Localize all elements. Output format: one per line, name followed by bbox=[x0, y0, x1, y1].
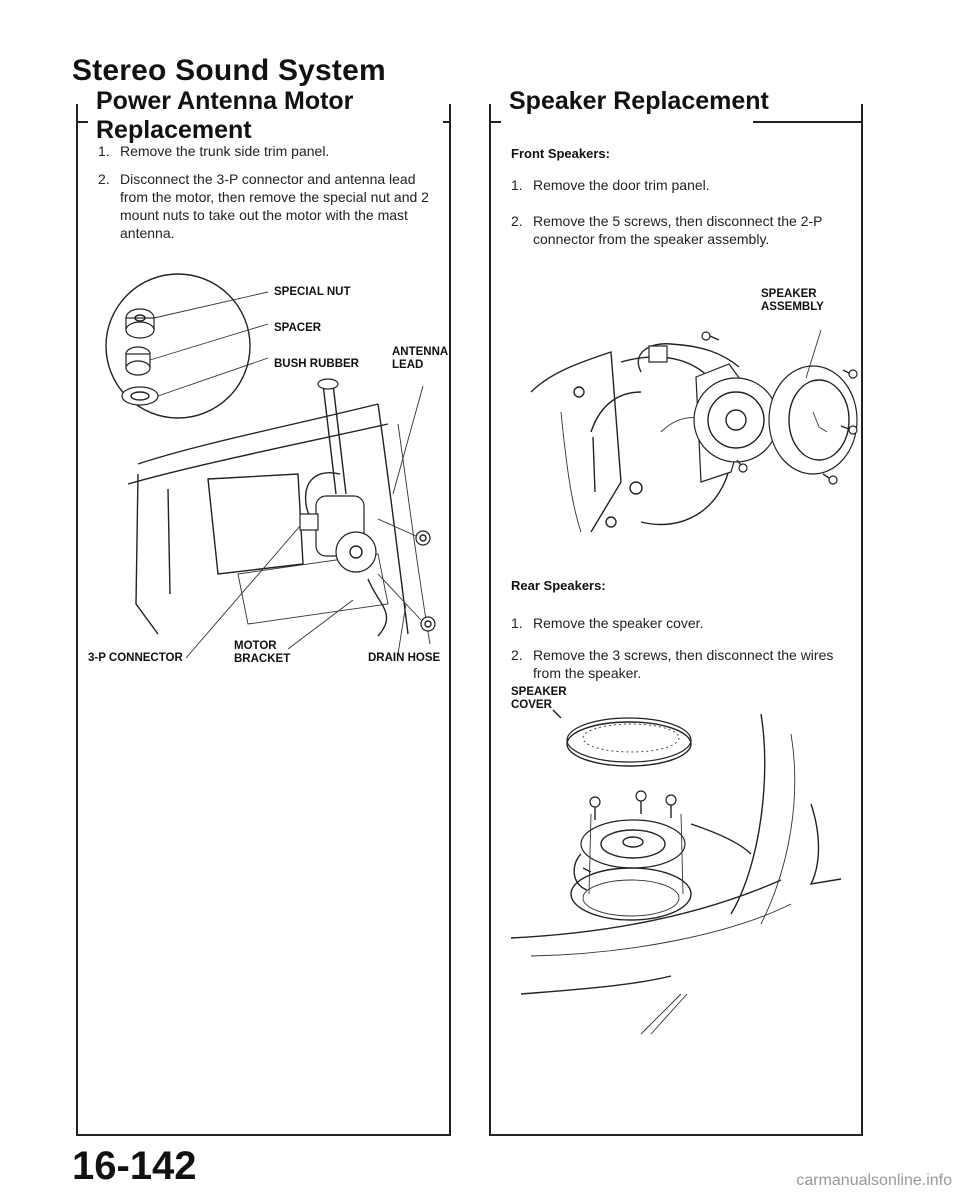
step-number: 2. bbox=[511, 647, 523, 663]
heading-rule bbox=[443, 121, 451, 123]
step-text: Disconnect the 3-P connector and antenna… bbox=[120, 171, 429, 241]
speaker-section: Speaker Replacement Front Speakers: 1. R… bbox=[489, 87, 863, 1136]
heading-rule bbox=[76, 121, 88, 123]
rear-screw-2 bbox=[635, 790, 647, 814]
step-text: Remove the 3 screws, then disconnect the… bbox=[533, 647, 834, 681]
trunk-edge bbox=[137, 403, 379, 465]
step-text: Remove the door trim panel. bbox=[533, 177, 710, 193]
leader-antenna-lead bbox=[392, 385, 424, 495]
rear-shelf-edge bbox=[510, 879, 782, 939]
step-number: 2. bbox=[98, 171, 110, 187]
rear-speaker-illustration bbox=[510, 709, 842, 1035]
antenna-section-heading: Power Antenna Motor Replacement bbox=[90, 87, 449, 145]
bush-rubber-part bbox=[121, 386, 159, 406]
step-number: 1. bbox=[98, 143, 110, 159]
spacer-part bbox=[125, 346, 151, 376]
page-number: 16-142 bbox=[72, 1144, 197, 1188]
leader-bush-rubber bbox=[157, 357, 269, 397]
step-number: 1. bbox=[511, 615, 523, 631]
leader-drain-hose bbox=[397, 603, 407, 655]
rear-screw-3 bbox=[665, 794, 677, 818]
mast-antenna bbox=[322, 383, 337, 495]
harness-wire bbox=[637, 343, 740, 373]
leader-special-nut bbox=[153, 291, 269, 319]
screw-3 bbox=[840, 425, 858, 435]
label-spacer: SPACER bbox=[274, 322, 322, 334]
mount-nut-2 bbox=[420, 616, 436, 632]
watermark: carmanualsonline.info bbox=[796, 1172, 952, 1189]
shelf-opening bbox=[570, 813, 692, 921]
mount-nut-1 bbox=[415, 530, 431, 546]
trunk-opening bbox=[207, 473, 304, 575]
leader-speaker-cover bbox=[552, 709, 562, 719]
step-text: Remove the trunk side trim panel. bbox=[120, 143, 330, 159]
rear-speakers-heading: Rear Speakers: bbox=[511, 578, 606, 593]
rear-screw-1 bbox=[589, 796, 601, 820]
label-antenna-lead: ANTENNA LEAD bbox=[392, 346, 448, 371]
step-text: Remove the 5 screws, then disconnect the… bbox=[533, 213, 823, 247]
special-nut-part bbox=[125, 308, 155, 339]
page-title: Stereo Sound System bbox=[72, 54, 386, 87]
leader-connector bbox=[185, 525, 301, 659]
front-speaker-illustration bbox=[530, 329, 858, 533]
speaker-unit bbox=[693, 377, 779, 463]
heading-rule-tick bbox=[449, 121, 451, 135]
label-3p-connector: 3-P CONNECTOR bbox=[88, 652, 183, 664]
rear-speaker-unit bbox=[580, 819, 686, 869]
label-drain-hose: DRAIN HOSE bbox=[368, 652, 441, 664]
heading-rule bbox=[753, 121, 863, 123]
step-number: 2. bbox=[511, 213, 523, 229]
screw-2 bbox=[842, 369, 858, 379]
label-bush-rubber: BUSH RUBBER bbox=[274, 358, 359, 370]
antenna-motor-illustration bbox=[105, 273, 436, 659]
screw-1 bbox=[701, 331, 720, 341]
step-number: 1. bbox=[511, 177, 523, 193]
speaker-section-heading: Speaker Replacement bbox=[503, 87, 775, 116]
antenna-motor-section: Power Antenna Motor Replacement 1. Remov… bbox=[76, 87, 451, 1136]
label-motor-bracket: MOTOR BRACKET bbox=[234, 640, 291, 665]
two-p-connector bbox=[648, 345, 668, 363]
label-special-nut: SPECIAL NUT bbox=[274, 286, 351, 298]
door-frame bbox=[530, 351, 622, 533]
leader-motor-bracket bbox=[287, 599, 354, 650]
screw-5 bbox=[736, 459, 748, 473]
drain-hose bbox=[367, 578, 388, 637]
front-speakers-heading: Front Speakers: bbox=[511, 146, 610, 161]
label-speaker-assembly: SPEAKER ASSEMBLY bbox=[761, 288, 824, 313]
step-text: Remove the speaker cover. bbox=[533, 615, 704, 631]
leader-spacer bbox=[149, 323, 269, 361]
speaker-grille bbox=[768, 365, 858, 475]
detail-circle bbox=[105, 273, 251, 419]
speaker-cover-part bbox=[566, 717, 692, 767]
screw-4 bbox=[822, 473, 838, 485]
leader-speaker-assembly bbox=[805, 329, 822, 379]
heading-rule bbox=[489, 121, 501, 123]
label-speaker-cover: SPEAKER COVER bbox=[511, 686, 567, 711]
motor-body bbox=[299, 495, 377, 573]
speaker-wires bbox=[573, 853, 588, 891]
